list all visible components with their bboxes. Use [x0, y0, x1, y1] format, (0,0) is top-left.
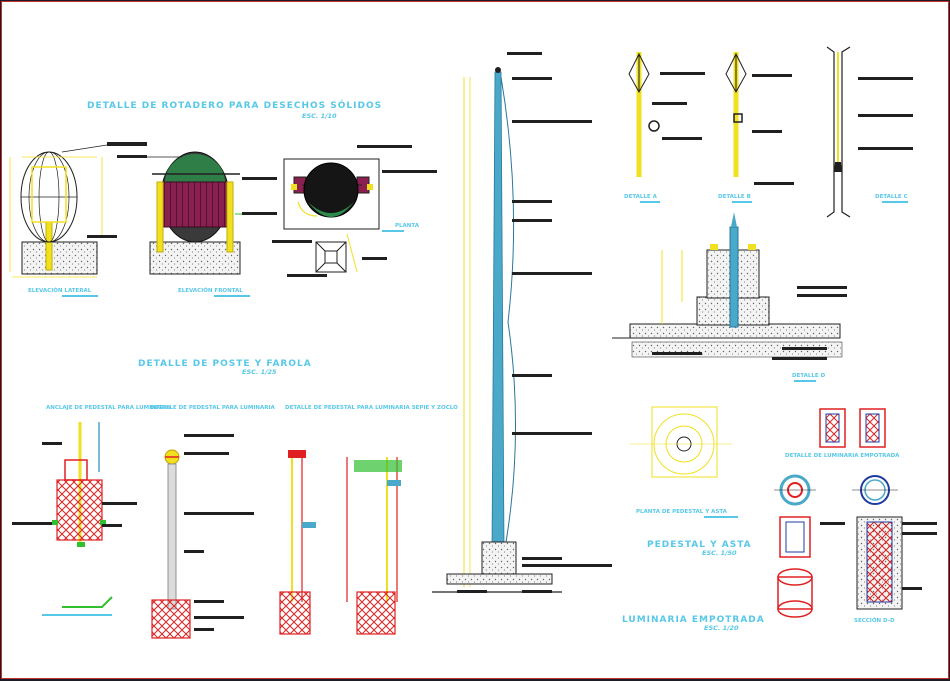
detalle-c: DETALLE C — [826, 46, 913, 218]
seccion-label: SECCIÓN D-D — [854, 617, 895, 624]
detalle-b: DETALLE B — [718, 52, 794, 203]
rotadero-frontal-view: ELEVACIÓN FRONTAL — [117, 151, 277, 297]
detalle-lum-emp-label: DETALLE DE LUMINARIA EMPOTRADA — [785, 453, 900, 459]
pedestal-lum-label: DETALLE DE PEDESTAL PARA LUMINARIA — [150, 405, 276, 411]
pedestal-sepie-detail: DETALLE DE PEDESTAL PARA LUMINARIA SEPIE… — [279, 405, 458, 635]
detalle-d-label: DETALLE D — [792, 373, 826, 379]
pedestal-sep-label: DETALLE DE PEDESTAL PARA LUMINARIA SEPIE… — [285, 405, 458, 411]
detalle-a-label: DETALLE A — [624, 194, 658, 200]
rotadero-plan-view: PLANTA — [272, 145, 437, 277]
planta-pedestal-view: PLANTA DE PEDESTAL Y ASTA — [630, 406, 738, 518]
poste-scale: ESC. 1/25 — [242, 368, 277, 376]
planta-small-label: PLANTA — [395, 223, 420, 229]
rotadero-title: DETALLE DE ROTADERO PARA DESECHOS SÓLIDO… — [87, 99, 382, 111]
detalle-d-pedestal: DETALLE D — [612, 212, 847, 382]
luminaria-empotrada-details: DETALLE DE LUMINARIA EMPOTRADA SECCIÓN D… — [774, 408, 937, 624]
pedestal-asta-title: PEDESTAL Y ASTA — [647, 540, 752, 550]
elev-frontal-label: ELEVACIÓN FRONTAL — [178, 287, 243, 294]
luminaria-title: LUMINARIA EMPOTRADA — [622, 615, 765, 625]
planta-pedestal-label: PLANTA DE PEDESTAL Y ASTA — [636, 509, 728, 515]
pedestal-luminaria-detail: DETALLE DE PEDESTAL PARA LUMINARIA — [150, 405, 276, 639]
elev-lateral-label: ELEVACIÓN LATERAL — [28, 287, 92, 294]
detalle-b-label: DETALLE B — [718, 194, 751, 200]
poste-title: DETALLE DE POSTE Y FAROLA — [138, 359, 312, 369]
detalle-a: DETALLE A — [624, 52, 705, 203]
anclaje-label: ANCLAJE DE PEDESTAL PARA LUMINARIA — [46, 405, 171, 411]
rotadero-lateral-view: ELEVACIÓN LATERAL — [9, 142, 147, 297]
rotadero-scale: ESC. 1/10 — [302, 112, 337, 120]
anclaje-pedestal-detail: ANCLAJE DE PEDESTAL PARA LUMINARIA — [12, 405, 171, 616]
flagpole-elevation — [432, 52, 612, 593]
luminaria-scale: ESC. 1/20 — [704, 624, 739, 632]
pedestal-asta-scale: ESC. 1/50 — [702, 549, 737, 557]
detalle-c-label: DETALLE C — [875, 194, 908, 200]
